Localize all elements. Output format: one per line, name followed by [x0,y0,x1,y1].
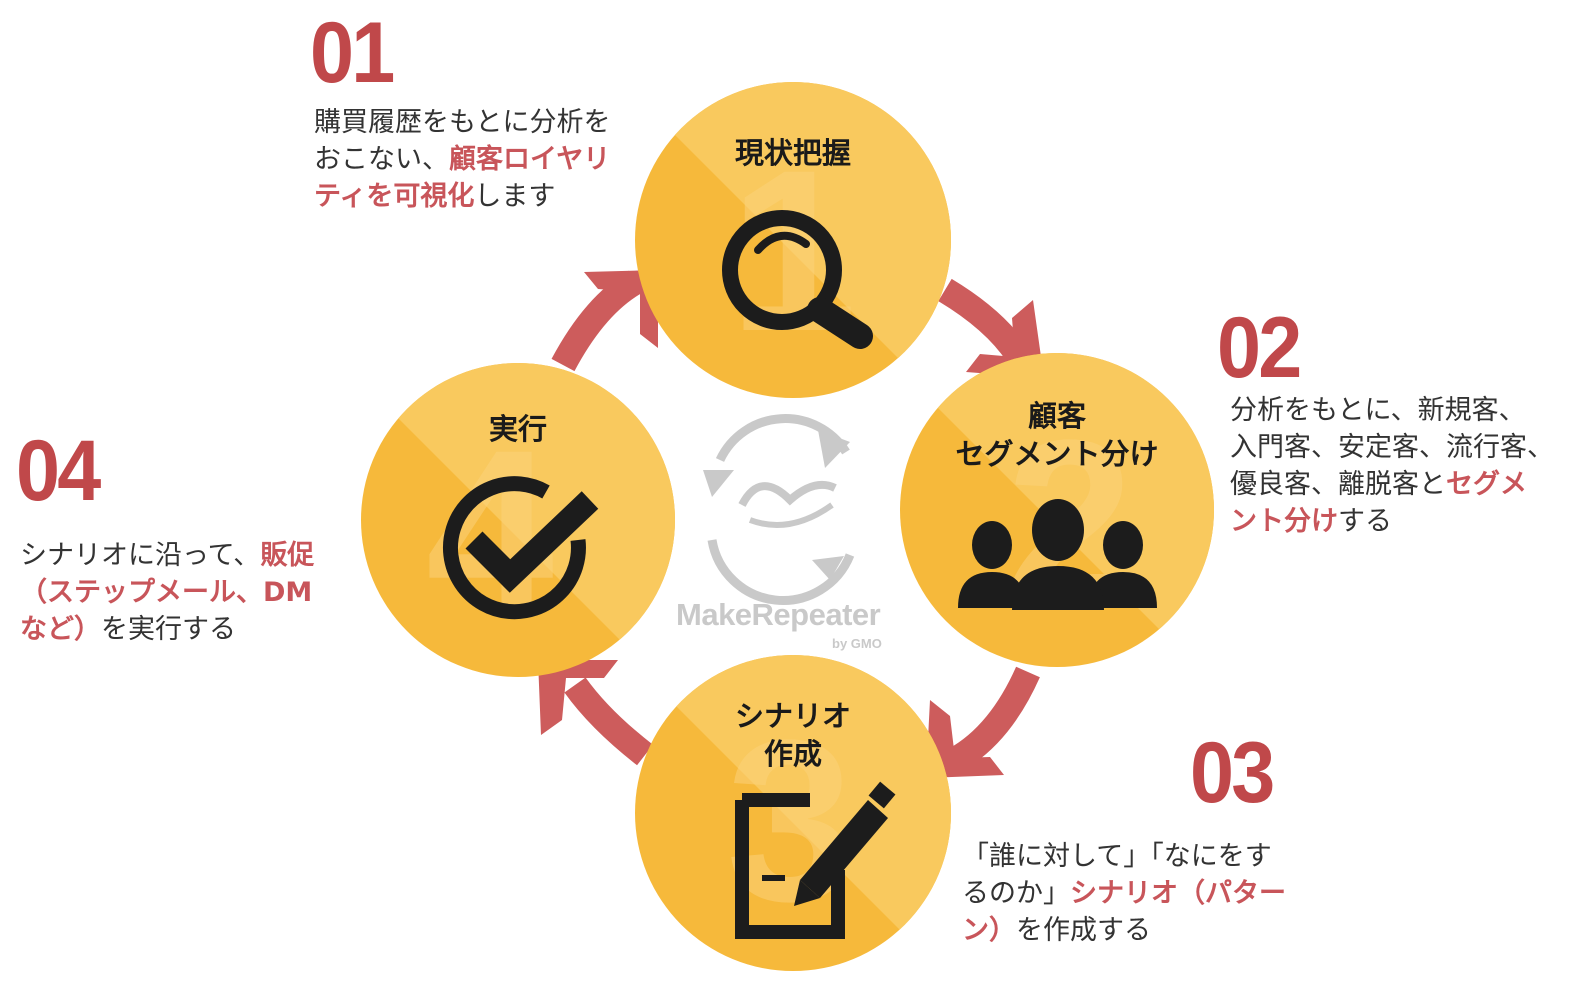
step2-number: 02 [1217,300,1302,396]
magnifier-icon [722,210,873,349]
description-text: します [474,181,556,212]
description-text: を実行する [101,614,236,645]
step2-description-line: 入門客、安定客、流行客、 [1230,429,1554,466]
highlight-text: シナリオ（パター [1070,878,1286,909]
step1-description-line: おこない、顧客ロイヤリ [314,141,610,178]
step3-description-line: るのか」シナリオ（パター [962,875,1286,912]
step1-description-line: 購買履歴をもとに分析を [314,104,610,141]
center-logo [703,414,855,605]
step4-description-line: など）を実行する [20,611,314,648]
check-circle-icon [442,476,599,620]
description-text: 入門客、安定客、流行客、 [1230,432,1554,463]
brand-name: MakeRepeater [676,597,881,632]
cycle-arrows [538,270,1044,778]
step3-circle: 3 [635,655,951,971]
document-pen-icon [735,781,896,939]
description-text: 分析をもとに、新規客、 [1230,395,1526,426]
highlight-text: ント分け [1230,506,1338,537]
step4-description-line: （ステップメール、DM [20,574,314,611]
arrow-step3-to-step4 [538,660,654,766]
description-text: るのか」 [962,878,1070,909]
step2-description-line: ント分けする [1230,503,1554,540]
highlight-text: ティを可視化 [314,181,475,212]
description-text: 「誰に対して」「なにをす [962,841,1272,872]
description-text: する [1338,506,1392,537]
highlight-text: など） [20,614,101,645]
step2-title: 顧客 セグメント分け [955,399,1159,471]
description-text: 購買履歴をもとに分析を [314,107,611,138]
step4-description-line: シナリオに沿って、販促 [20,537,314,574]
step1-description: 購買履歴をもとに分析をおこない、顧客ロイヤリティを可視化します [314,104,610,215]
highlight-text: セグメ [1446,469,1527,500]
highlight-text: 販促 [260,540,315,571]
step3-number: 03 [1190,725,1275,821]
highlight-text: （ステップメール、DM [20,577,313,608]
step3-description: 「誰に対して」「なにをするのか」シナリオ（パターン）を作成する [962,838,1286,949]
step4-title: 実行 [488,412,547,446]
description-text: シナリオに沿って、 [20,540,261,571]
step1-title: 現状把握 [734,136,851,170]
step1-number: 01 [310,5,395,101]
step3-title: シナリオ 作成 [734,699,851,771]
step2-description: 分析をもとに、新規客、入門客、安定客、流行客、優良客、離脱客とセグメント分けする [1230,392,1554,540]
step1-description-line: ティを可視化します [314,178,610,215]
people-group-icon [958,499,1157,610]
arrow-step4-to-step1 [551,270,658,372]
highlight-text: 顧客ロイヤリ [449,144,611,175]
step2-description-line: 優良客、離脱客とセグメ [1230,466,1554,503]
highlight-text: ン） [962,915,1016,946]
description-text: 優良客、離脱客と [1230,469,1446,500]
arrow-step2-to-step3 [926,666,1040,778]
step2-description-line: 分析をもとに、新規客、 [1230,392,1554,429]
step3-description-line: ン）を作成する [962,912,1286,949]
bird-cycle-icon [703,414,855,605]
step4-number: 04 [16,423,101,519]
step3-description-line: 「誰に対して」「なにをす [962,838,1286,875]
description-text: おこない、 [314,144,449,175]
step4-circle: 4 [361,363,675,677]
step2-circle: 2 [900,353,1214,667]
description-text: を作成する [1016,915,1151,946]
brand-by-line: by GMO [832,636,882,651]
